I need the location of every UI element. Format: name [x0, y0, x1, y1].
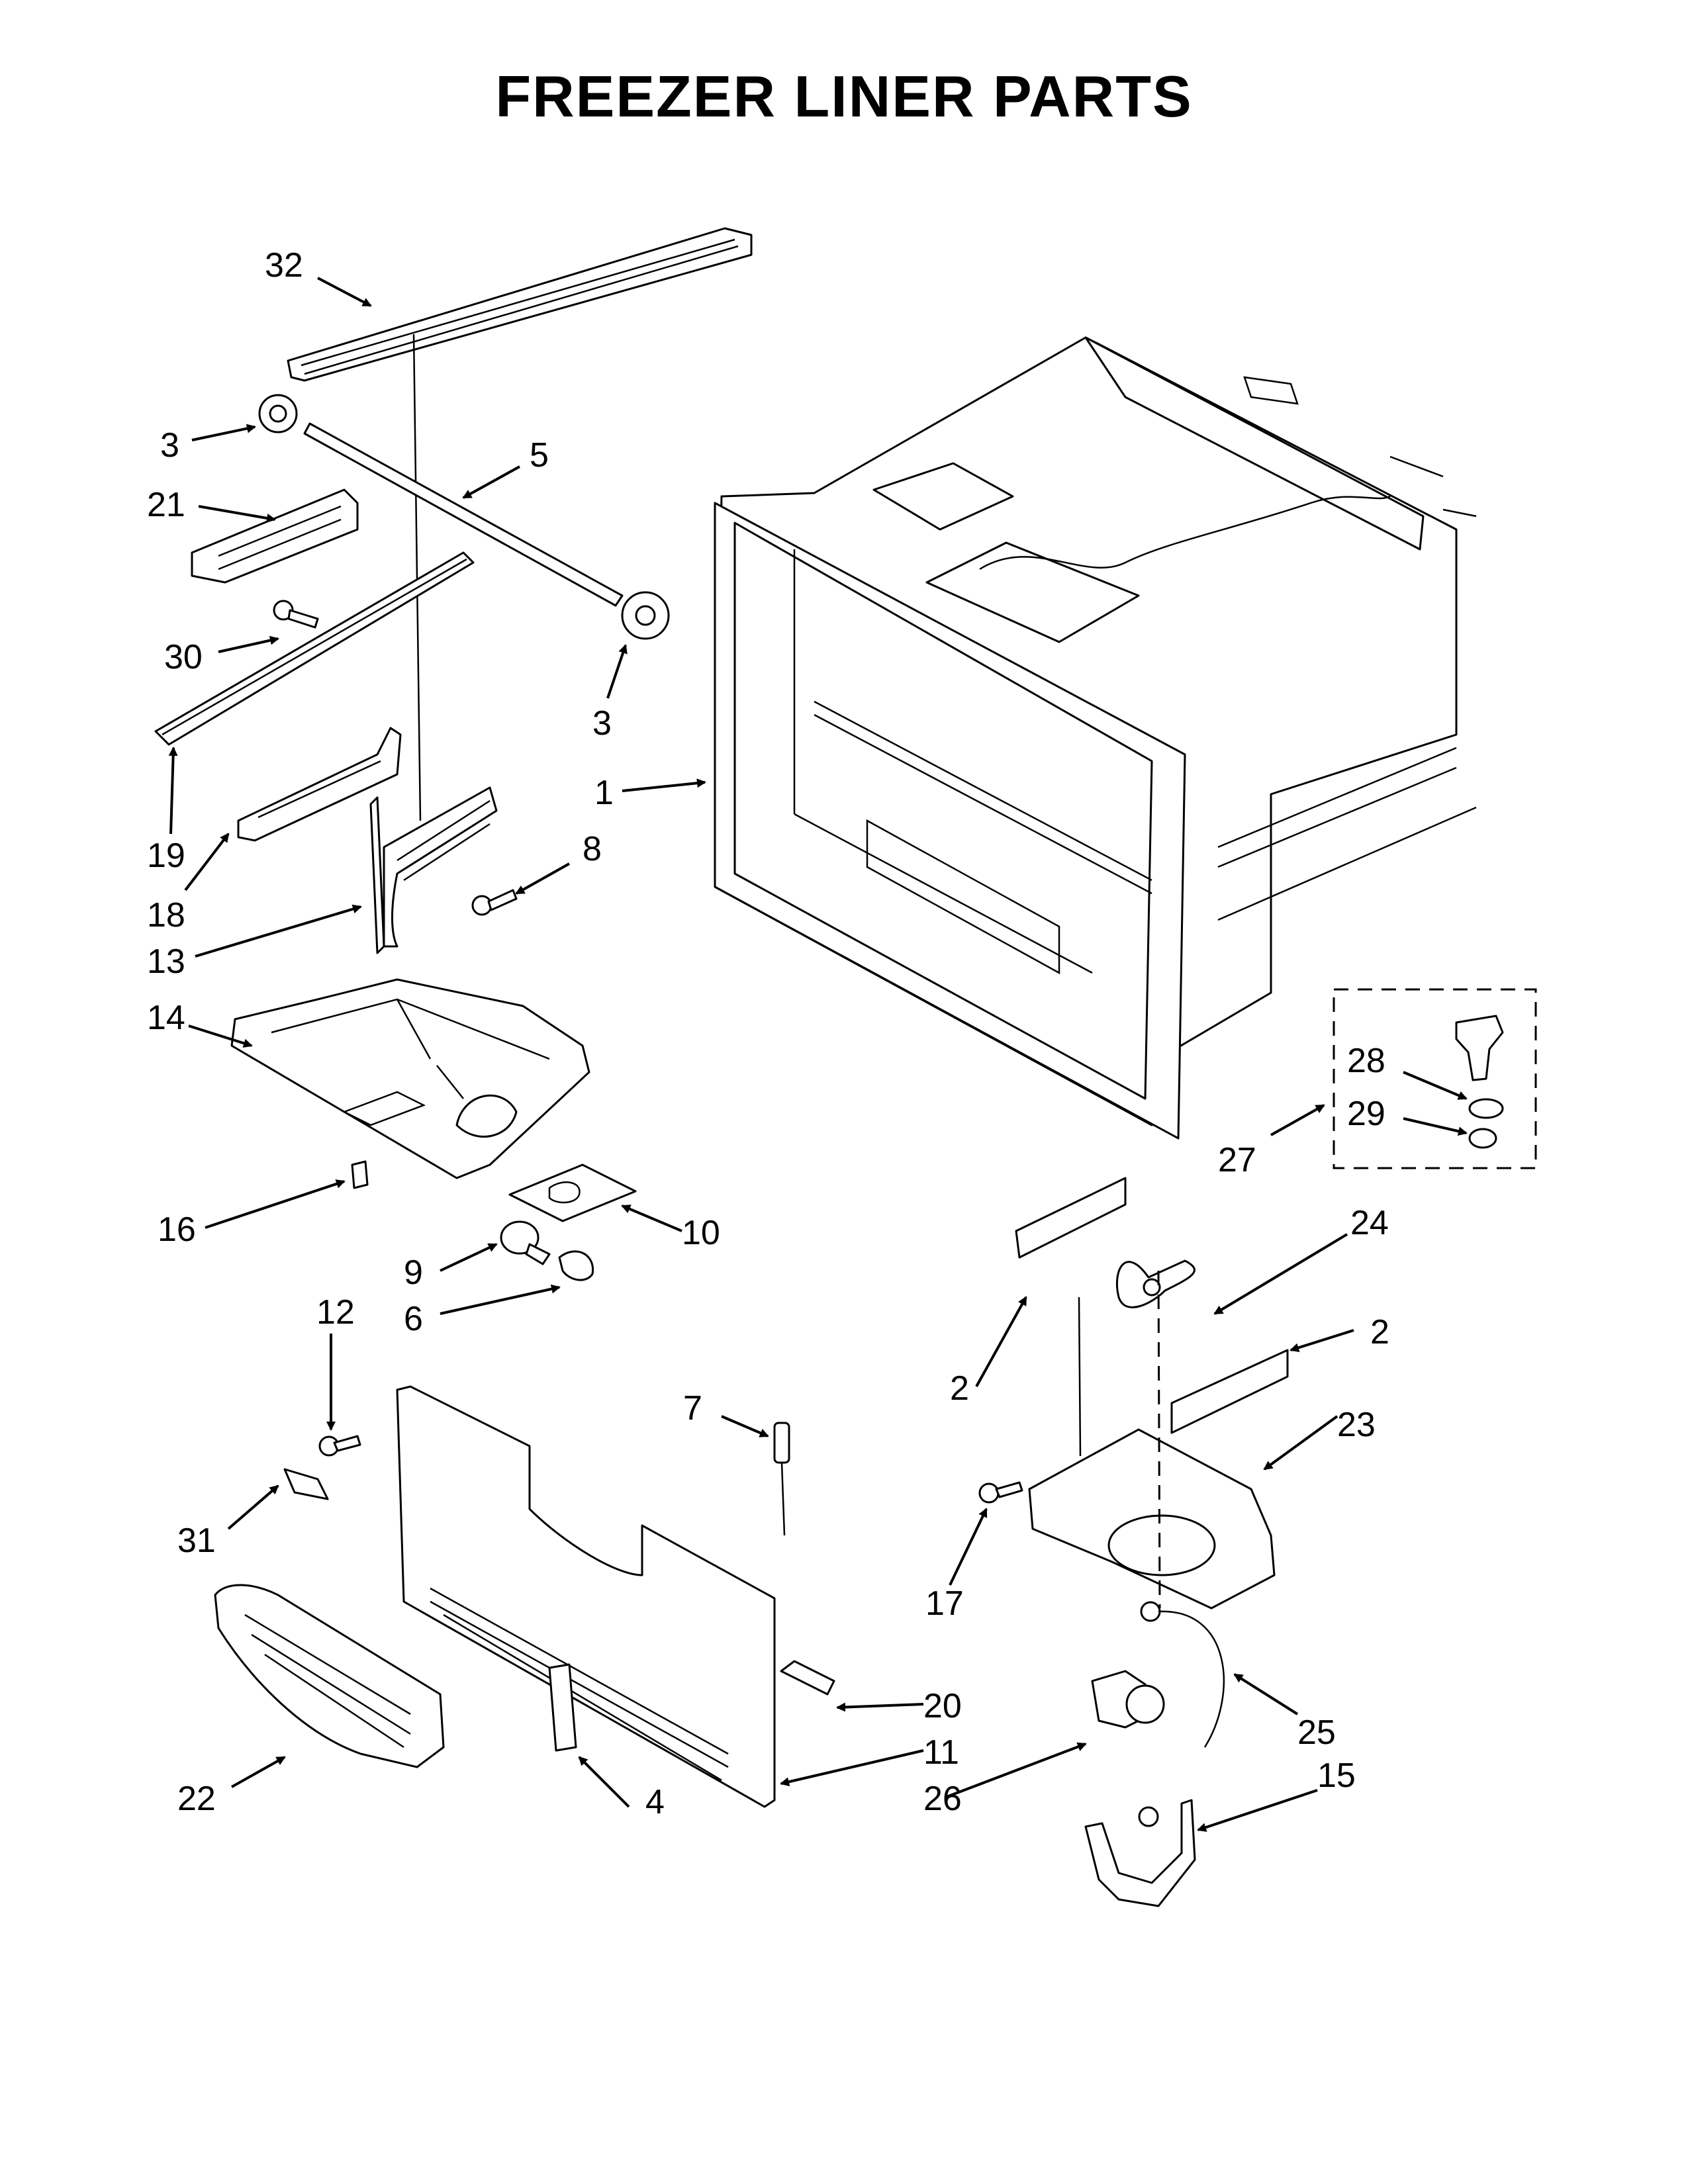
leader-lines — [168, 277, 1468, 1832]
callout-2a: 2 — [1370, 1313, 1389, 1351]
callout-23: 23 — [1337, 1406, 1376, 1444]
part-31-bracket[interactable] — [283, 1468, 329, 1500]
callout-20: 20 — [923, 1687, 962, 1725]
part-29-ring[interactable] — [1468, 1098, 1504, 1149]
part-12-screw[interactable] — [318, 1435, 361, 1457]
page-title: FREEZER LINER PARTS — [495, 64, 1193, 129]
callout-27: 27 — [1218, 1141, 1256, 1179]
callout-31: 31 — [177, 1522, 216, 1560]
callout-22: 22 — [177, 1780, 216, 1818]
part-10-label[interactable] — [508, 1163, 637, 1222]
callout-14: 14 — [147, 999, 185, 1037]
part-11-rear-panel[interactable] — [396, 1385, 776, 1808]
part-9-bulb[interactable] — [500, 1220, 551, 1265]
callout-4: 4 — [645, 1783, 665, 1821]
part-20-foam-strip[interactable] — [780, 1660, 835, 1696]
callout-5: 5 — [530, 436, 549, 475]
part-6-socket[interactable] — [558, 1250, 594, 1281]
callout-26: 26 — [923, 1780, 962, 1818]
callout-3b: 3 — [592, 704, 612, 743]
part-23-fan-housing[interactable] — [1028, 1270, 1276, 1610]
part-24-fan-blade[interactable] — [1115, 1259, 1196, 1308]
part-22-vent-grille[interactable] — [214, 1584, 445, 1768]
callout-9: 9 — [404, 1253, 423, 1292]
callout-18: 18 — [147, 896, 185, 934]
callout-28: 28 — [1347, 1042, 1385, 1080]
part-14-shelf[interactable] — [230, 978, 590, 1179]
part-32-rail[interactable] — [287, 227, 753, 821]
callout-29: 29 — [1347, 1095, 1385, 1133]
part-2-foam-block-a[interactable] — [1015, 1177, 1127, 1259]
callout-2b: 2 — [950, 1369, 969, 1408]
callout-7: 7 — [683, 1389, 702, 1428]
part-21-slide-bracket[interactable] — [191, 488, 359, 584]
part-8-screw[interactable] — [471, 889, 518, 916]
callout-13: 13 — [147, 942, 185, 981]
part-3-gear-bottom[interactable] — [621, 591, 670, 640]
part-30-screw[interactable] — [273, 600, 319, 629]
part-15-motor-bracket[interactable] — [1084, 1799, 1196, 1907]
callout-15: 15 — [1317, 1756, 1356, 1795]
callout-21: 21 — [147, 486, 185, 524]
callout-1: 1 — [594, 774, 614, 812]
callout-6: 6 — [404, 1300, 423, 1338]
part-26-motor[interactable] — [1091, 1601, 1165, 1729]
callout-32: 32 — [265, 246, 303, 285]
part-17-screw[interactable] — [978, 1481, 1023, 1504]
callout-25: 25 — [1297, 1713, 1336, 1752]
part-3-gear-top[interactable] — [258, 394, 298, 433]
callout-8: 8 — [583, 830, 602, 868]
part-27-kit-box[interactable] — [1333, 988, 1537, 1169]
part-28-drain-fitting[interactable] — [1455, 1015, 1504, 1081]
part-5-rod[interactable] — [303, 422, 624, 607]
callout-30: 30 — [164, 638, 203, 676]
part-2-foam-block-b[interactable] — [1170, 1349, 1289, 1434]
callout-19: 19 — [147, 837, 185, 875]
part-13-side-bracket[interactable] — [369, 786, 498, 954]
callout-labels: 32 3 5 21 30 3 1 19 8 18 13 14 28 29 27 … — [147, 246, 1389, 1821]
callout-17: 17 — [925, 1584, 964, 1623]
part-25-wire[interactable] — [1158, 1610, 1225, 1748]
part-16-clip[interactable] — [351, 1160, 369, 1189]
callout-16: 16 — [158, 1210, 196, 1249]
part-19-slide-rail[interactable] — [154, 551, 475, 746]
callout-11: 11 — [923, 1733, 959, 1772]
callout-10: 10 — [682, 1214, 720, 1252]
part-4-clip[interactable] — [548, 1663, 577, 1752]
callout-24: 24 — [1350, 1204, 1389, 1242]
callout-12: 12 — [316, 1293, 355, 1332]
callout-3a: 3 — [160, 426, 179, 465]
part-7-sensor[interactable] — [773, 1422, 790, 1536]
part-18-rail-cover[interactable] — [237, 727, 402, 842]
part-freezer-liner[interactable] — [714, 336, 1477, 1140]
